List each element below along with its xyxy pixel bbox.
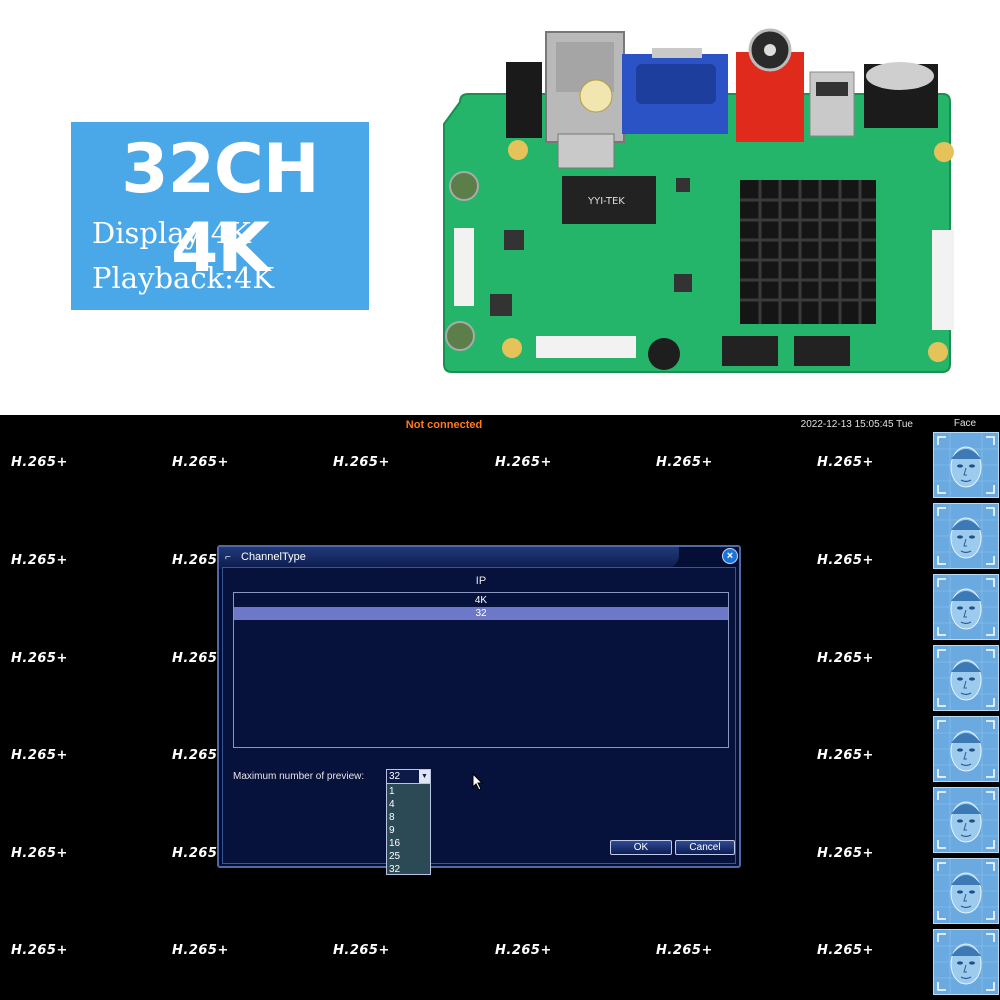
channel-codec-label: H.265+: [817, 651, 874, 666]
face-thumbnail[interactable]: [933, 787, 999, 853]
preview-option[interactable]: 4: [389, 799, 395, 810]
face-thumbnail[interactable]: [933, 574, 999, 640]
preview-option[interactable]: 32: [389, 864, 401, 875]
connection-status: Not connected: [405, 419, 483, 431]
dialog-title: ChannelType: [241, 551, 306, 563]
channel-codec-label: H.265+: [11, 748, 68, 763]
channel-type-table[interactable]: 4K 32: [233, 592, 729, 748]
channel-codec-label: H.265+: [11, 651, 68, 666]
status-bar: Not connected 2022-12-13 15:05:45 Tue: [0, 415, 925, 435]
channel-codec-label: H.265+: [817, 846, 874, 861]
channel-type-dialog: ⌐ ChannelType × IP 4K 32 Maximum number …: [217, 545, 741, 875]
face-thumbnail[interactable]: [933, 503, 999, 569]
channel-codec-label: H.265+: [172, 553, 229, 568]
badge-playback-spec: Playback:4K: [92, 261, 275, 295]
preview-count-select[interactable]: 32 ▼: [386, 769, 431, 784]
preview-count-label: Maximum number of preview:: [233, 771, 365, 782]
preview-option[interactable]: 1: [389, 786, 395, 797]
face-thumbnail[interactable]: [933, 858, 999, 924]
channel-codec-label: H.265+: [11, 943, 68, 958]
product-banner: 32CH 4K Display:4K Playback:4K YYI-TEK: [0, 0, 1000, 415]
dialog-header[interactable]: ⌐ ChannelType ×: [219, 547, 739, 569]
face-scan-icon: [934, 433, 998, 497]
channel-codec-label: H.265+: [11, 846, 68, 861]
face-scan-icon: [934, 575, 998, 639]
face-panel: Face: [930, 415, 1000, 1000]
face-thumbnail[interactable]: [933, 432, 999, 498]
channel-codec-label: H.265+: [656, 943, 713, 958]
spec-badge: 32CH 4K Display:4K Playback:4K: [71, 122, 369, 310]
channel-codec-label: H.265+: [656, 455, 713, 470]
face-panel-label: Face: [953, 418, 977, 429]
preview-option[interactable]: 9: [389, 825, 395, 836]
channel-column-header: IP: [475, 575, 487, 587]
face-scan-icon: [934, 646, 998, 710]
dialog-title-bar: [219, 547, 679, 569]
face-scan-icon: [934, 504, 998, 568]
face-scan-icon: [934, 788, 998, 852]
face-thumbnail[interactable]: [933, 645, 999, 711]
channel-codec-label: H.265+: [817, 455, 874, 470]
dialog-body: IP 4K 32 Maximum number of preview: 32 ▼…: [222, 567, 736, 875]
mouse-cursor-icon: [472, 773, 484, 791]
table-row-selected[interactable]: 32: [234, 607, 728, 620]
face-scan-icon: [934, 930, 998, 994]
preview-option[interactable]: 25: [389, 851, 401, 862]
channel-codec-label: H.265+: [817, 943, 874, 958]
channel-codec-label: H.265+: [495, 943, 552, 958]
board-chip-label: YYI-TEK: [587, 196, 625, 207]
dvr-live-view: Not connected 2022-12-13 15:05:45 Tue H.…: [0, 415, 1000, 1000]
channel-codec-label: H.265+: [172, 651, 229, 666]
channel-codec-label: H.265+: [333, 943, 390, 958]
badge-display-spec: Display:4K: [92, 216, 251, 250]
channel-codec-label: H.265+: [495, 455, 552, 470]
face-thumbnail[interactable]: [933, 929, 999, 995]
dropdown-arrow-icon[interactable]: ▼: [419, 770, 430, 783]
badge-title: 32CH 4K: [121, 130, 319, 288]
channel-codec-label: H.265+: [11, 455, 68, 470]
channel-codec-label: H.265+: [11, 553, 68, 568]
face-scan-icon: [934, 717, 998, 781]
table-row[interactable]: 4K: [474, 595, 488, 606]
preview-count-value: 32: [389, 771, 401, 782]
channel-codec-label: H.265+: [172, 748, 229, 763]
close-button[interactable]: ×: [722, 548, 738, 564]
channel-codec-label: H.265+: [172, 943, 229, 958]
channel-codec-label: H.265+: [333, 455, 390, 470]
datetime-display: 2022-12-13 15:05:45 Tue: [800, 419, 913, 430]
cancel-button[interactable]: Cancel: [675, 840, 735, 855]
preview-option[interactable]: 8: [389, 812, 395, 823]
channel-codec-label: H.265+: [817, 748, 874, 763]
dvr-circuit-board-image: YYI-TEK: [443, 28, 954, 373]
channel-codec-label: H.265+: [172, 846, 229, 861]
dialog-menu-icon: ⌐: [225, 552, 231, 563]
face-scan-icon: [934, 859, 998, 923]
preview-count-options[interactable]: 1 4 8 9 16 25 32: [386, 783, 431, 875]
ok-button[interactable]: OK: [610, 840, 672, 855]
channel-codec-label: H.265+: [172, 455, 229, 470]
face-thumbnail[interactable]: [933, 716, 999, 782]
channel-codec-label: H.265+: [817, 553, 874, 568]
preview-option[interactable]: 16: [389, 838, 401, 849]
